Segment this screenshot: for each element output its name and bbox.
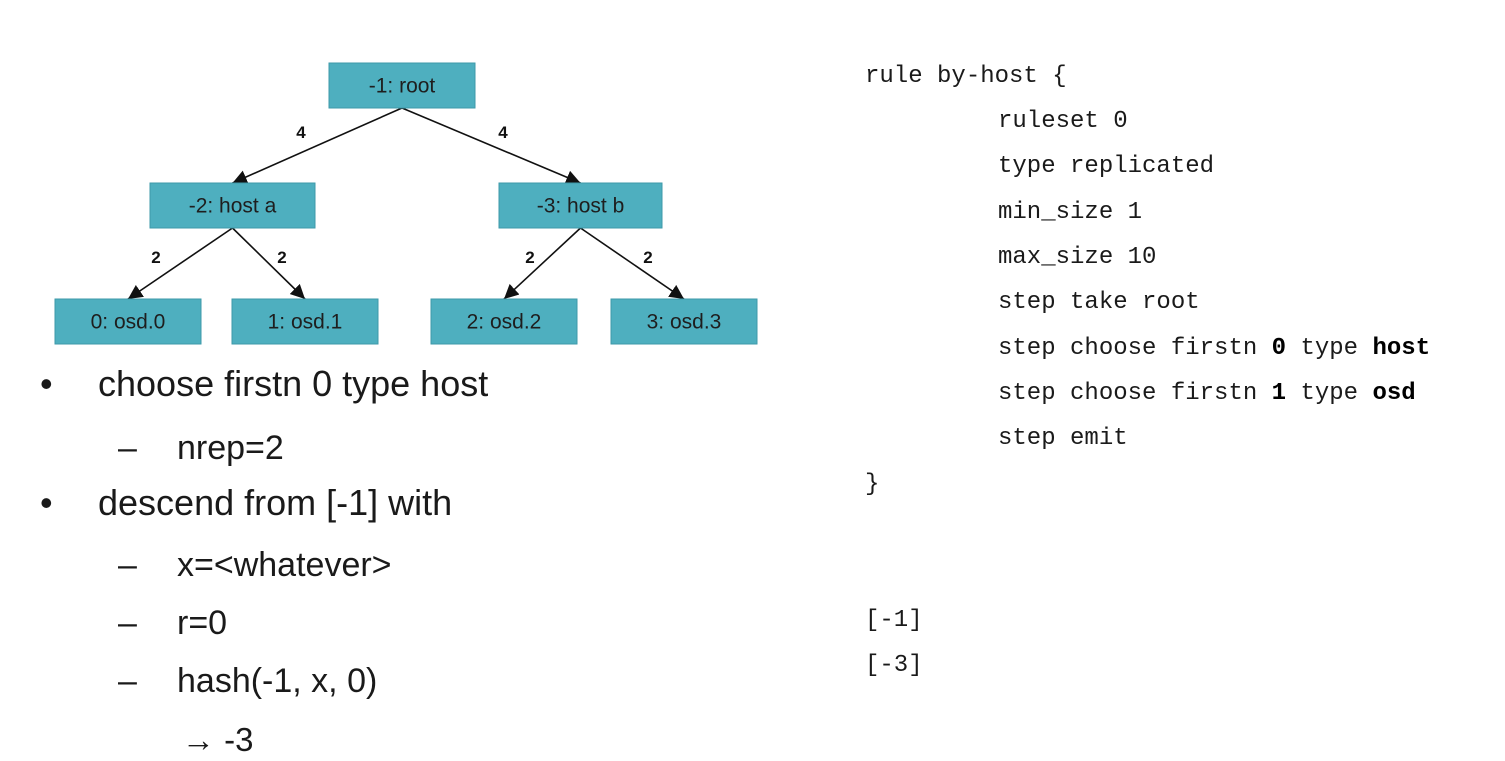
node-label: 3: osd.3 [647,311,722,334]
tree-node-osd2: 2: osd.2 [430,298,578,345]
tree-edge-root-host_b [401,107,581,185]
code-bold-count: 0 [1271,335,1287,362]
stack-entry-root: [-1] [865,607,923,634]
rule-step-choose-osd: step choose firstn 1 type osd [998,379,1416,409]
rule-open: rule by-host { [865,63,1067,90]
tree-edge-host_a-osd0 [127,227,233,300]
bullet-text: choose firstn 0 type host [98,363,489,404]
node-label: 0: osd.0 [91,311,166,334]
node-box [610,298,758,345]
hash-result: → -3 [182,721,254,758]
code-text: step choose firstn [998,335,1272,362]
edge-weight-label: 4 [498,123,508,142]
tree-node-root: -1: root [328,62,476,109]
tree-node-osd3: 3: osd.3 [610,298,758,345]
dash-mark: – [118,604,137,642]
code-bold-type: host [1372,335,1431,362]
edge-weight-label: 2 [277,248,286,267]
tree-edge-host_b-osd2 [503,227,582,300]
edge-weight-label: 4 [296,123,306,142]
bullet-mark: • [40,363,53,404]
dash-mark: – [118,429,137,467]
rule-min-size: min_size 1 [998,199,1143,226]
node-box [328,62,476,109]
edge-weight-label: 2 [643,248,652,267]
rule-close: } [865,471,880,498]
node-box [231,298,379,345]
sub-text: nrep=2 [177,429,284,467]
node-label: 1: osd.1 [268,311,343,334]
rule-step-choose-host: step choose firstn 0 type host [998,334,1430,364]
sub-text: x=<whatever> [177,546,392,584]
code-text: type [1286,335,1373,362]
tree-node-host_b: -3: host b [498,182,663,229]
node-label: -2: host a [189,195,277,218]
bullet-text: descend from [-1] with [98,482,453,523]
code-bold-count: 1 [1271,380,1287,407]
edge-weight-label: 2 [525,248,534,267]
tree-node-osd0: 0: osd.0 [54,298,202,345]
rule-type: type replicated [998,153,1215,180]
code-bold-type: osd [1372,380,1416,407]
crush-tree-diagram: 4 4 2 2 2 2 -1: root -2: host a -3: host b 0: osd… [54,62,758,345]
rule-max-size: max_size 10 [998,244,1157,271]
dash-mark: – [118,662,137,700]
node-box [498,182,663,229]
rule-step-emit: step emit [998,425,1128,452]
node-label: 2: osd.2 [467,311,542,334]
crush-rule-code: rule by-host { ruleset 0 type replicated… [0,0,1430,498]
tree-edge-host_b-osd3 [580,227,685,300]
rule-ruleset: ruleset 0 [998,108,1128,135]
node-label: -1: root [369,75,436,98]
tree-node-host_a: -2: host a [149,182,316,229]
node-box [430,298,578,345]
rule-step-take: step take root [998,289,1200,316]
tree-edge-host_a-osd1 [231,227,306,300]
dash-mark: – [118,546,137,584]
node-box [54,298,202,345]
code-text: type [1286,380,1373,407]
edge-weight-label: 2 [151,248,160,267]
tree-edge-root-host_a [232,107,403,184]
stack-entry-host-b: [-3] [865,652,923,679]
node-label: -3: host b [537,195,625,218]
sub-text: hash(-1, x, 0) [177,662,378,700]
node-box [149,182,316,229]
tree-node-osd1: 1: osd.1 [231,298,379,345]
bullet-mark: • [40,482,53,523]
code-text: step choose firstn [998,380,1272,407]
sub-text: r=0 [177,604,228,642]
